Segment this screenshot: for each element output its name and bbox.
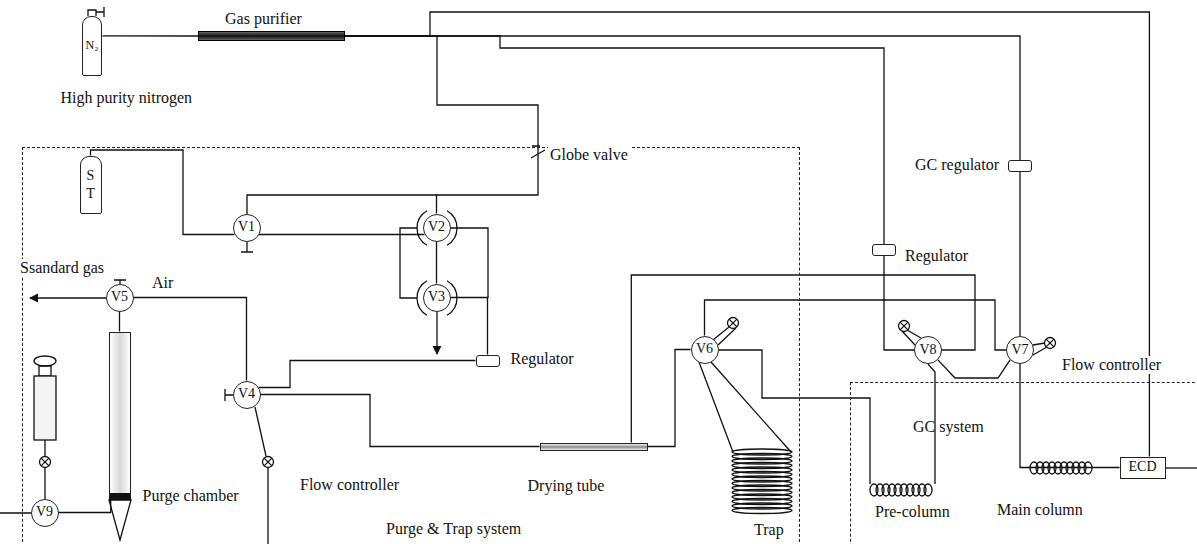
valve-stub: [241, 242, 253, 252]
valve-arc: [417, 211, 457, 246]
valve-circle: V3: [423, 284, 451, 312]
valve-circle: V5: [106, 284, 134, 312]
node-text: N₂: [86, 39, 99, 53]
system-region: S TV1V2V3RegulatorV5V4Purge chamberV9Dry…: [22, 147, 800, 544]
node-text: V3: [428, 289, 445, 305]
node-text: Regulator: [511, 350, 574, 368]
node-text: V1: [238, 219, 255, 235]
pipe-connector: [91, 150, 235, 235]
pipe-connector: [259, 361, 476, 388]
valve-circle: V7: [1006, 336, 1034, 364]
valve-circle: V6: [691, 336, 719, 364]
part-label: Flow controller: [1060, 356, 1163, 374]
flow-controller-symbol: [263, 457, 274, 468]
pipe-connector: [345, 36, 1020, 160]
pipe: [255, 407, 268, 544]
node-text: V6: [696, 341, 713, 357]
pipe-connector: [119, 312, 120, 332]
part-label: Pre-column: [873, 503, 952, 521]
flow-controller-symbol: [40, 457, 51, 468]
regulator-box: Regulator: [476, 355, 500, 367]
node-text: Regulator: [905, 247, 968, 265]
node-text: GC system: [913, 418, 984, 436]
part-label: Trap: [752, 521, 786, 539]
regulator-box: Regulator: [872, 244, 896, 256]
gas-cylinder: N₂High purity nitrogen: [82, 16, 103, 76]
node-text: Purge chamber: [143, 487, 239, 505]
pipe-connector: [1019, 172, 1020, 336]
pipe-connector: [102, 35, 198, 37]
node-text: V8: [919, 342, 936, 358]
pipe: [451, 228, 488, 298]
node-text: Purge & Trap system: [386, 520, 521, 538]
pipe: [400, 228, 417, 298]
part-label: Air: [150, 274, 175, 292]
node-text: High purity nitrogen: [61, 89, 193, 107]
valve-circle: V1: [233, 214, 261, 242]
pipe: [719, 350, 870, 484]
drying-tube: Drying tube: [540, 443, 648, 451]
part-label: Main column: [995, 501, 1085, 519]
purge-chamber: Purge chamber: [109, 332, 131, 500]
coil-winding: [732, 508, 792, 514]
air-arrow: [30, 297, 106, 298]
pipe-connector: [436, 242, 437, 284]
node-text: V5: [111, 289, 128, 305]
flow-controller-symbol: [899, 321, 910, 332]
syringe-body: [34, 376, 56, 440]
pipe-connector: [59, 500, 111, 513]
node-text: V4: [238, 386, 255, 402]
vent-arrow: [436, 312, 437, 354]
valve-handle: [225, 389, 233, 401]
pipe: [1166, 467, 1197, 468]
trap-lead: [699, 362, 791, 452]
pipe-connector: [345, 36, 884, 244]
pipe-connector: [134, 298, 247, 381]
node-text: V7: [1011, 342, 1028, 358]
flow-controller-symbol: [1045, 338, 1056, 349]
gas-cylinder: S T: [80, 156, 102, 214]
part-label: Flow controller: [298, 476, 401, 494]
pipe-connector: [345, 12, 1149, 457]
valve-circle: V8: [914, 336, 942, 364]
node-text: Drying tube: [528, 477, 605, 495]
pipe-connector: [261, 395, 540, 447]
pipe-connector: [705, 300, 1007, 350]
pipe-connector: [345, 36, 538, 214]
node-text: Gas purifier: [225, 10, 302, 28]
flow-controller-symbol: [728, 318, 739, 329]
valve-circle: V2: [423, 214, 451, 242]
syringe-neck: [39, 366, 51, 376]
chamber-cone: [109, 500, 131, 540]
node-text: S T: [85, 167, 97, 202]
gas-purifier: Gas purifier: [198, 31, 345, 41]
pipe: [247, 195, 437, 214]
node-text: V9: [36, 504, 53, 520]
syringe-knob: [34, 356, 56, 366]
detector-box: ECD: [1120, 457, 1166, 479]
pipe-connector: [1020, 364, 1120, 468]
regulator-box: GC regulator: [1008, 160, 1032, 172]
part-label: Globe valve: [548, 146, 630, 164]
node-text: V2: [428, 219, 445, 235]
pipe-connector: [648, 350, 691, 447]
pipe-connector: [451, 298, 488, 355]
part-label: Ssandard gas: [18, 259, 106, 277]
node-text: GC regulator: [915, 156, 999, 174]
valve-circle: V9: [31, 499, 59, 527]
node-text: ECD: [1129, 459, 1157, 475]
valve-circle: V4: [233, 381, 261, 409]
coil-winding: [924, 484, 932, 496]
pipe-connector: [938, 360, 1010, 378]
pipe-connector: [259, 234, 425, 235]
pipe-connector: [884, 256, 914, 350]
